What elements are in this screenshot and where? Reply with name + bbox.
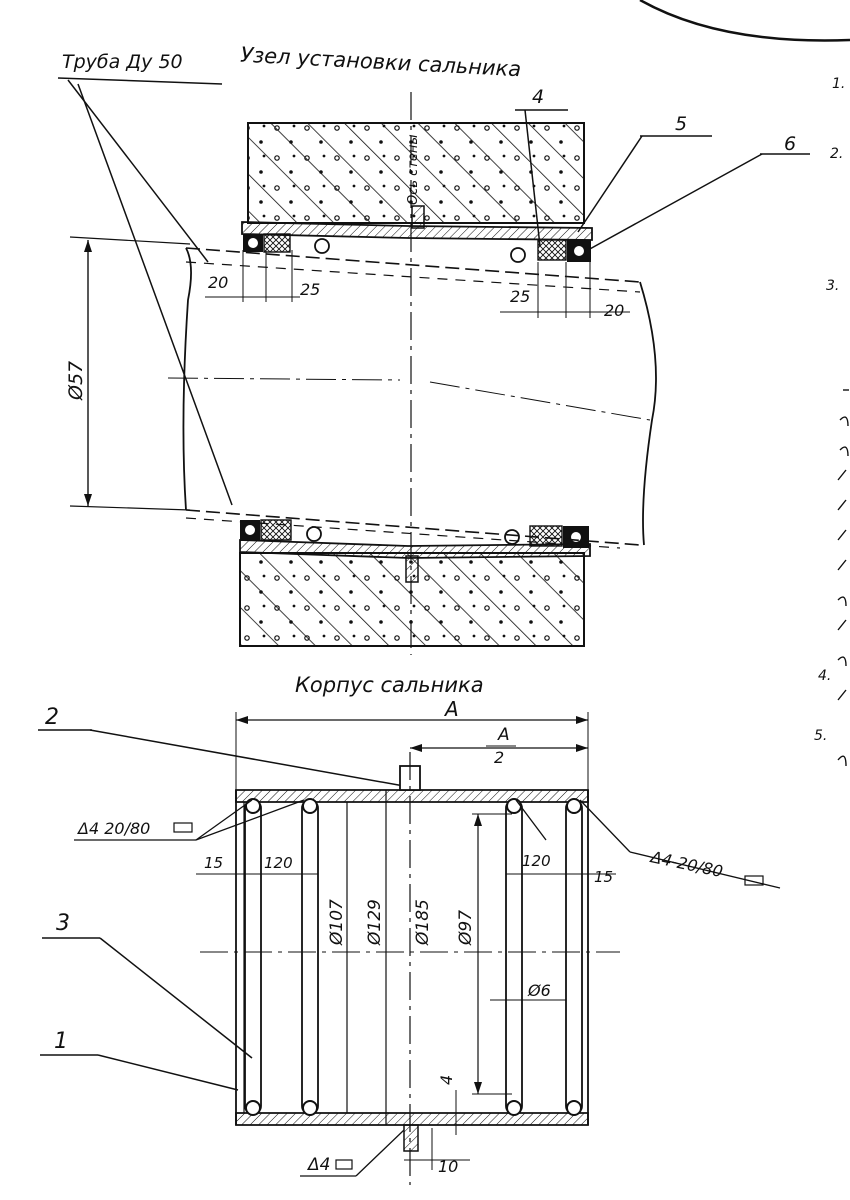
- svg-text:Ø97: Ø97: [456, 910, 476, 946]
- dim-right-120-15: 120 15: [506, 852, 616, 886]
- margin-note-3: 3.: [826, 278, 839, 294]
- svg-text:25: 25: [300, 280, 320, 299]
- svg-text:25: 25: [510, 287, 530, 306]
- svg-text:4: 4: [532, 86, 544, 108]
- dim-d6: Ø6: [490, 981, 566, 1001]
- upper-right-seal: [510, 239, 591, 263]
- svg-text:120: 120: [522, 852, 551, 870]
- margin-note-1: 1.: [832, 76, 845, 92]
- svg-text:10: 10: [438, 1157, 458, 1176]
- wall-axis-label: Ось стены: [406, 134, 421, 205]
- margin-text-fragments: [837, 389, 849, 767]
- rod-right-outer: [565, 798, 583, 1116]
- svg-text:Δ4: Δ4: [306, 1155, 330, 1175]
- top-section-title: Узел установки сальника: [240, 43, 522, 82]
- dim-d57: Ø57: [65, 236, 191, 511]
- callout-4: 4: [515, 86, 568, 247]
- gland-body-shell: [235, 765, 589, 1152]
- svg-text:Δ4 20/80: Δ4 20/80: [76, 819, 150, 838]
- lower-sleeve: [239, 539, 591, 583]
- callout-1: 1: [40, 1029, 239, 1091]
- svg-text:6: 6: [784, 133, 796, 155]
- dim-10: 10: [404, 1128, 470, 1176]
- dim-top-right: 25 20: [500, 262, 630, 320]
- dim-left-15-120: 15 120: [196, 854, 318, 875]
- dim-d97: Ø97: [456, 813, 512, 1095]
- svg-text:20: 20: [208, 273, 228, 292]
- weld-callout-bottom: Δ4: [300, 1129, 405, 1177]
- callout-3: 3: [42, 911, 253, 1059]
- rod-left-outer: [244, 798, 262, 1116]
- dim-A-half: A 2: [410, 725, 588, 767]
- svg-text:Ø107: Ø107: [327, 899, 347, 946]
- weld-callout-right: Δ4-20/80: [515, 799, 781, 889]
- svg-text:2: 2: [45, 705, 59, 730]
- svg-text:3: 3: [56, 911, 70, 936]
- upper-sleeve: [241, 205, 593, 241]
- svg-text:Ø129: Ø129: [365, 899, 385, 946]
- svg-text:Ø185: Ø185: [413, 899, 433, 946]
- weld-callout-left: Δ4 20/80: [74, 799, 305, 841]
- svg-text:20: 20: [604, 301, 624, 320]
- dim-d129: Ø129: [365, 790, 387, 1125]
- pipe-callout-underline: [57, 77, 223, 85]
- svg-text:120: 120: [264, 854, 293, 872]
- callout-5: 5: [577, 113, 712, 233]
- svg-text:A: A: [497, 725, 510, 745]
- rod-right-inner: [505, 798, 523, 1116]
- bottom-section-title: Корпус сальника: [295, 673, 484, 697]
- margin-notes: 1. 2. 3. 4. 5.: [814, 76, 845, 744]
- svg-text:Δ4-20/80: Δ4-20/80: [647, 847, 724, 881]
- svg-text:4: 4: [437, 1075, 456, 1085]
- svg-text:2: 2: [494, 748, 504, 767]
- svg-text:5: 5: [675, 113, 687, 135]
- svg-text:1: 1: [54, 1029, 68, 1054]
- margin-note-4: 4.: [818, 668, 831, 684]
- dim-A: A: [235, 697, 589, 790]
- callout-6: 6: [587, 133, 810, 251]
- svg-text:Ø6: Ø6: [527, 981, 551, 1000]
- svg-text:A: A: [443, 697, 459, 721]
- pipe-body: [167, 247, 657, 549]
- dim-4: 4: [437, 1075, 457, 1135]
- lower-right-seal: [504, 525, 589, 548]
- pipe-leader-1: [67, 79, 209, 263]
- lower-left-seal: [240, 519, 322, 542]
- dim-d185: Ø185: [413, 899, 433, 946]
- page-corner-arc: [639, 0, 850, 42]
- margin-note-5: 5.: [814, 728, 827, 744]
- upper-left-seal: [243, 233, 330, 254]
- pipe-leader-2: [77, 83, 233, 506]
- callout-2: 2: [38, 705, 405, 787]
- dim-d107: Ø107: [327, 802, 348, 1113]
- rod-left-inner: [301, 798, 319, 1116]
- svg-text:Ø57: Ø57: [65, 361, 87, 401]
- margin-note-2: 2.: [830, 146, 843, 162]
- svg-text:15: 15: [204, 854, 223, 872]
- pipe-callout-label: Труба Ду 50: [62, 51, 183, 73]
- dim-top-left: 20 25: [205, 250, 320, 302]
- svg-text:15: 15: [594, 868, 613, 886]
